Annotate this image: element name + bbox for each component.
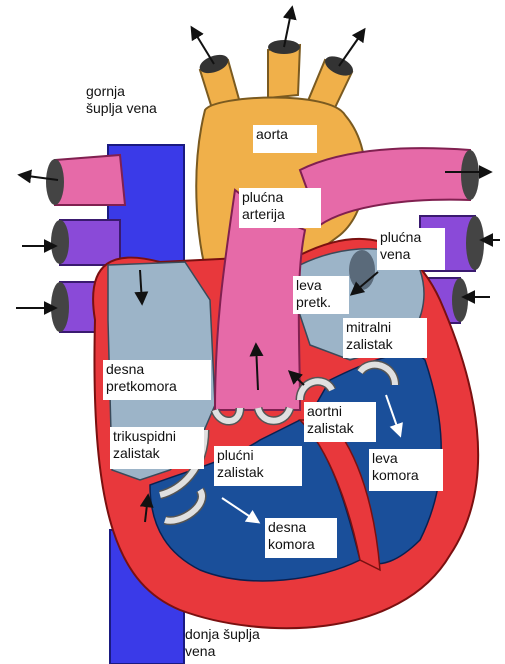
label-aortic-valve: aortni zalistak bbox=[304, 402, 376, 442]
label-tricuspid-valve: trikuspidni zalistak bbox=[110, 427, 204, 469]
flow-arrow bbox=[192, 28, 214, 64]
label-right-ventricle: desna komora bbox=[265, 518, 337, 558]
flow-arrow bbox=[339, 30, 364, 66]
label-pulmonary-valve: plućni zalistak bbox=[214, 446, 302, 486]
label-left-atrium: leva pretk. bbox=[293, 276, 349, 314]
label-inferior-vena-cava: donja šuplja vena bbox=[185, 626, 260, 660]
label-mitral-valve: mitralni zalistak bbox=[343, 318, 427, 358]
label-superior-vena-cava: gornja šuplja vena bbox=[86, 83, 157, 117]
label-right-atrium: desna pretkomora bbox=[103, 360, 211, 400]
label-aorta: aorta bbox=[253, 125, 317, 153]
label-pulmonary-artery: plućna arterija bbox=[239, 188, 321, 228]
label-left-ventricle: leva komora bbox=[369, 449, 443, 491]
label-pulmonary-vein: plućna vena bbox=[377, 228, 445, 270]
